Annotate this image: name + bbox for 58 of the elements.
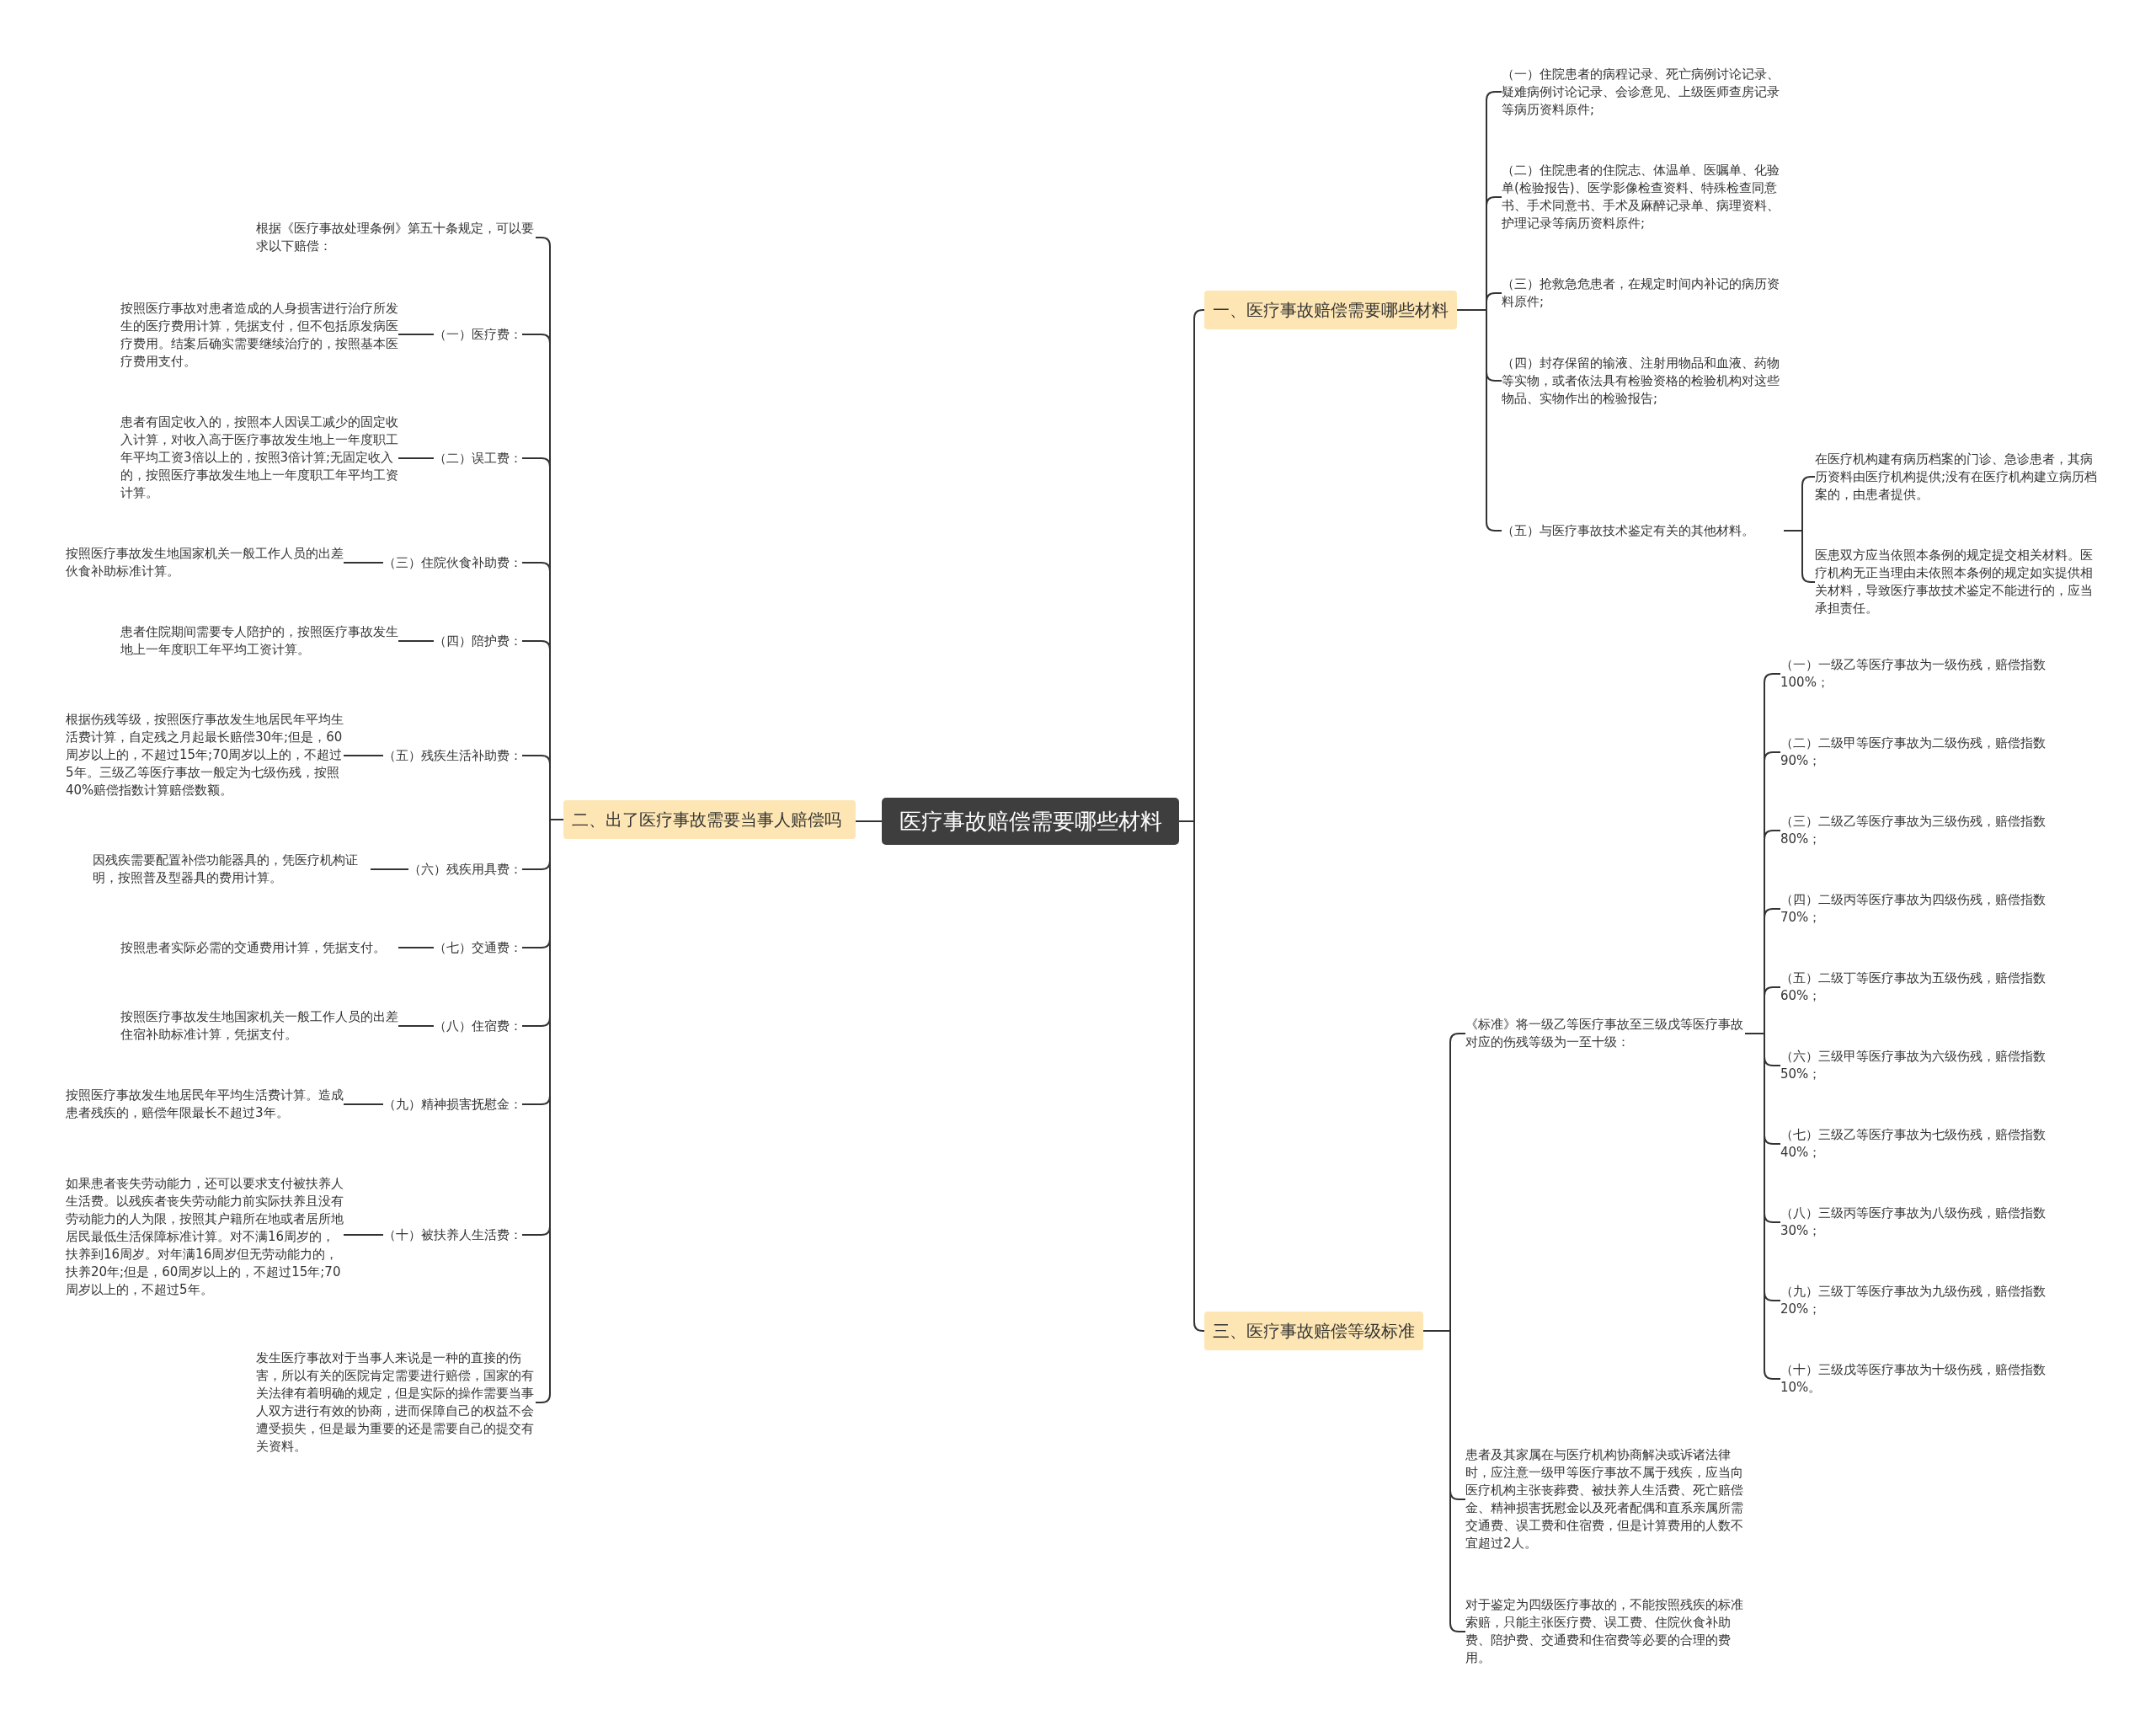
- topic-text: 按照医疗事故发生地国家机关一般工作人员的出差住宿补助标准计算，凭据支付。: [120, 1008, 398, 1044]
- topic-text: 按照医疗事故发生地居民年平均生活费计算。造成患者残疾的，赔偿年限最长不超过3年。: [66, 1087, 344, 1122]
- topic-label: （五）残疾生活补助费：: [383, 746, 522, 765]
- topic-label: （一）医疗费：: [434, 325, 522, 344]
- topic-text: （十）三级戊等医疗事故为十级伤残，赔偿指数10%。: [1780, 1361, 2060, 1397]
- topic-label: （九）精神损害抚慰金：: [383, 1095, 522, 1114]
- topic-text: （九）三级丁等医疗事故为九级伤残，赔偿指数20%；: [1780, 1283, 2060, 1318]
- topic-text: 医患双方应当依照本条例的规定提交相关材料。医疗机构无正当理由未依照本条例的规定如实提供相关材料，导致医疗事故技术鉴定不能进行的，应当承担责任。: [1815, 547, 2101, 617]
- topic-text: （四）封存保留的输液、注射用物品和血液、药物等实物，或者依法具有检验资格的检验机构对这些物品、实物作出的检验报告;: [1502, 354, 1784, 408]
- topic-label: （六）残疾用具费：: [408, 860, 522, 879]
- topic-text: 《标准》将一级乙等医疗事故至三级戊等医疗事故对应的伤残等级为一至十级：: [1465, 1016, 1745, 1051]
- topic-text: 因残疾需要配置补偿功能器具的，凭医疗机构证明，按照普及型器具的费用计算。: [93, 852, 371, 887]
- connector-line: [343, 562, 384, 564]
- branch-topic-box: 三、医疗事故赔偿等级标准: [1204, 1312, 1423, 1350]
- topic-text: 根据《医疗事故处理条例》第五十条规定，可以要求以下赔偿：: [256, 220, 536, 255]
- topic-text: （二）二级甲等医疗事故为二级伤残，赔偿指数90%；: [1780, 735, 2060, 770]
- topic-text: 根据伤残等级，按照医疗事故发生地居民年平均生活费计算，自定残之月起最长赔偿30年;但是，60周岁以上的，不超过15年;70周岁以上的，不超过5年。三级乙等医疗事故一般定为七级伤残，按照40%赔偿指数计算赔偿数额。: [66, 710, 344, 799]
- connector-line: [398, 334, 435, 335]
- branch-topic-box: 一、医疗事故赔偿需要哪些材料: [1204, 291, 1457, 329]
- topic-text: （二）住院患者的住院志、体温单、医嘱单、化验单(检验报告)、医学影像检查资料、特殊检查同意书、手术同意书、手术及麻醉记录单、病理资料、护理记录等病历资料原件;: [1502, 162, 1784, 232]
- branch-topic-box: 二、出了医疗事故需要当事人赔偿吗: [563, 800, 856, 839]
- connector-line: [343, 1234, 384, 1236]
- topic-text: 如果患者丧失劳动能力，还可以要求支付被扶养人生活费。以残疾者丧失劳动能力前实际扶养且没有劳动能力的人为限，按照其户籍所在地或者居所地居民最低生活保障标准计算。对不满16周岁的，扶养到16周岁。对年满16周岁但无劳动能力的，扶养20年;但是，60周岁以上的，不超过15年;70周岁以上的，不超过5年。: [66, 1174, 344, 1299]
- central-topic-box: 医疗事故赔偿需要哪些材料: [882, 798, 1179, 845]
- topic-text: 患者住院期间需要专人陪护的，按照医疗事故发生地上一年度职工年平均工资计算。: [120, 623, 398, 659]
- topic-text: 按照患者实际必需的交通费用计算，凭据支付。: [120, 938, 398, 957]
- topic-label: （八）住宿费：: [434, 1017, 522, 1035]
- topic-text: 发生医疗事故对于当事人来说是一种的直接的伤害，所以有关的医院肯定需要进行赔偿，国家的有关法律有着明确的规定，但是实际的操作需要当事人双方进行有效的协商，进而保障自己的权益不会遭受损失，但是最为重要的还是需要自己的提交有关资料。: [256, 1349, 536, 1456]
- topic-text: （三）二级乙等医疗事故为三级伤残，赔偿指数80%；: [1780, 813, 2060, 848]
- topic-text: 在医疗机构建有病历档案的门诊、急诊患者，其病历资料由医疗机构提供;没有在医疗机构建立病历档案的，由患者提供。: [1815, 450, 2101, 504]
- connector-line: [398, 947, 435, 948]
- topic-text: 患者有固定收入的，按照本人因误工减少的固定收入计算，对收入高于医疗事故发生地上一年度职工年平均工资3倍以上的，按照3倍计算;无固定收入的，按照医疗事故发生地上一年度职工年平均工资计算。: [120, 413, 398, 502]
- connector-line: [343, 755, 384, 756]
- topic-label: （三）住院伙食补助费：: [383, 553, 522, 572]
- connector-line: [343, 1103, 384, 1105]
- topic-label: （四）陪护费：: [434, 632, 522, 650]
- topic-text: 按照医疗事故对患者造成的人身损害进行治疗所发生的医疗费用计算，凭据支付，但不包括原发病医疗费用。结案后确实需要继续治疗的，按照基本医疗费用支付。: [120, 300, 398, 371]
- connector-line: [855, 820, 883, 822]
- topic-text: （七）三级乙等医疗事故为七级伤残，赔偿指数40%；: [1780, 1126, 2060, 1162]
- topic-text: （一）住院患者的病程记录、死亡病例讨论记录、疑难病例讨论记录、会诊意见、上级医师查房记录等病历资料原件;: [1502, 65, 1784, 119]
- topic-text: 对于鉴定为四级医疗事故的，不能按照残疾的标准索赔，只能主张医疗费、误工费、住院伙食补助费、陪护费、交通费和住宿费等必要的合理的费用。: [1465, 1596, 1745, 1667]
- topic-label: （二）误工费：: [434, 449, 522, 467]
- topic-text: （一）一级乙等医疗事故为一级伤残，赔偿指数100%；: [1780, 656, 2060, 692]
- topic-label: （十）被扶养人生活费：: [383, 1226, 522, 1244]
- connector-line: [1456, 309, 1502, 532]
- topic-text: （六）三级甲等医疗事故为六级伤残，赔偿指数50%；: [1780, 1048, 2060, 1083]
- connector-line: [398, 1025, 435, 1027]
- topic-text: （四）二级丙等医疗事故为四级伤残，赔偿指数70%；: [1780, 891, 2060, 927]
- connector-line: [398, 640, 435, 642]
- topic-text: 按照医疗事故发生地国家机关一般工作人员的出差伙食补助标准计算。: [66, 545, 344, 580]
- topic-text: （八）三级丙等医疗事故为八级伤残，赔偿指数30%；: [1780, 1205, 2060, 1240]
- topic-text: （五）与医疗事故技术鉴定有关的其他材料。: [1502, 521, 1784, 540]
- topic-text: （三）抢救急危患者，在规定时间内补记的病历资料原件;: [1502, 275, 1784, 311]
- connector-line: [398, 457, 435, 459]
- topic-label: （七）交通费：: [434, 938, 522, 957]
- topic-text: 患者及其家属在与医疗机构协商解决或诉诸法律时，应注意一级甲等医疗事故不属于残疾，应当向医疗机构主张丧葬费、被扶养人生活费、死亡赔偿金、精神损害抚慰金以及死者配偶和直系亲属所需交通费、误工费和住宿费，但是计算费用的人数不宜超过2人。: [1465, 1446, 1745, 1552]
- topic-text: （五）二级丁等医疗事故为五级伤残，赔偿指数60%；: [1780, 970, 2060, 1005]
- connector-line: [370, 868, 409, 870]
